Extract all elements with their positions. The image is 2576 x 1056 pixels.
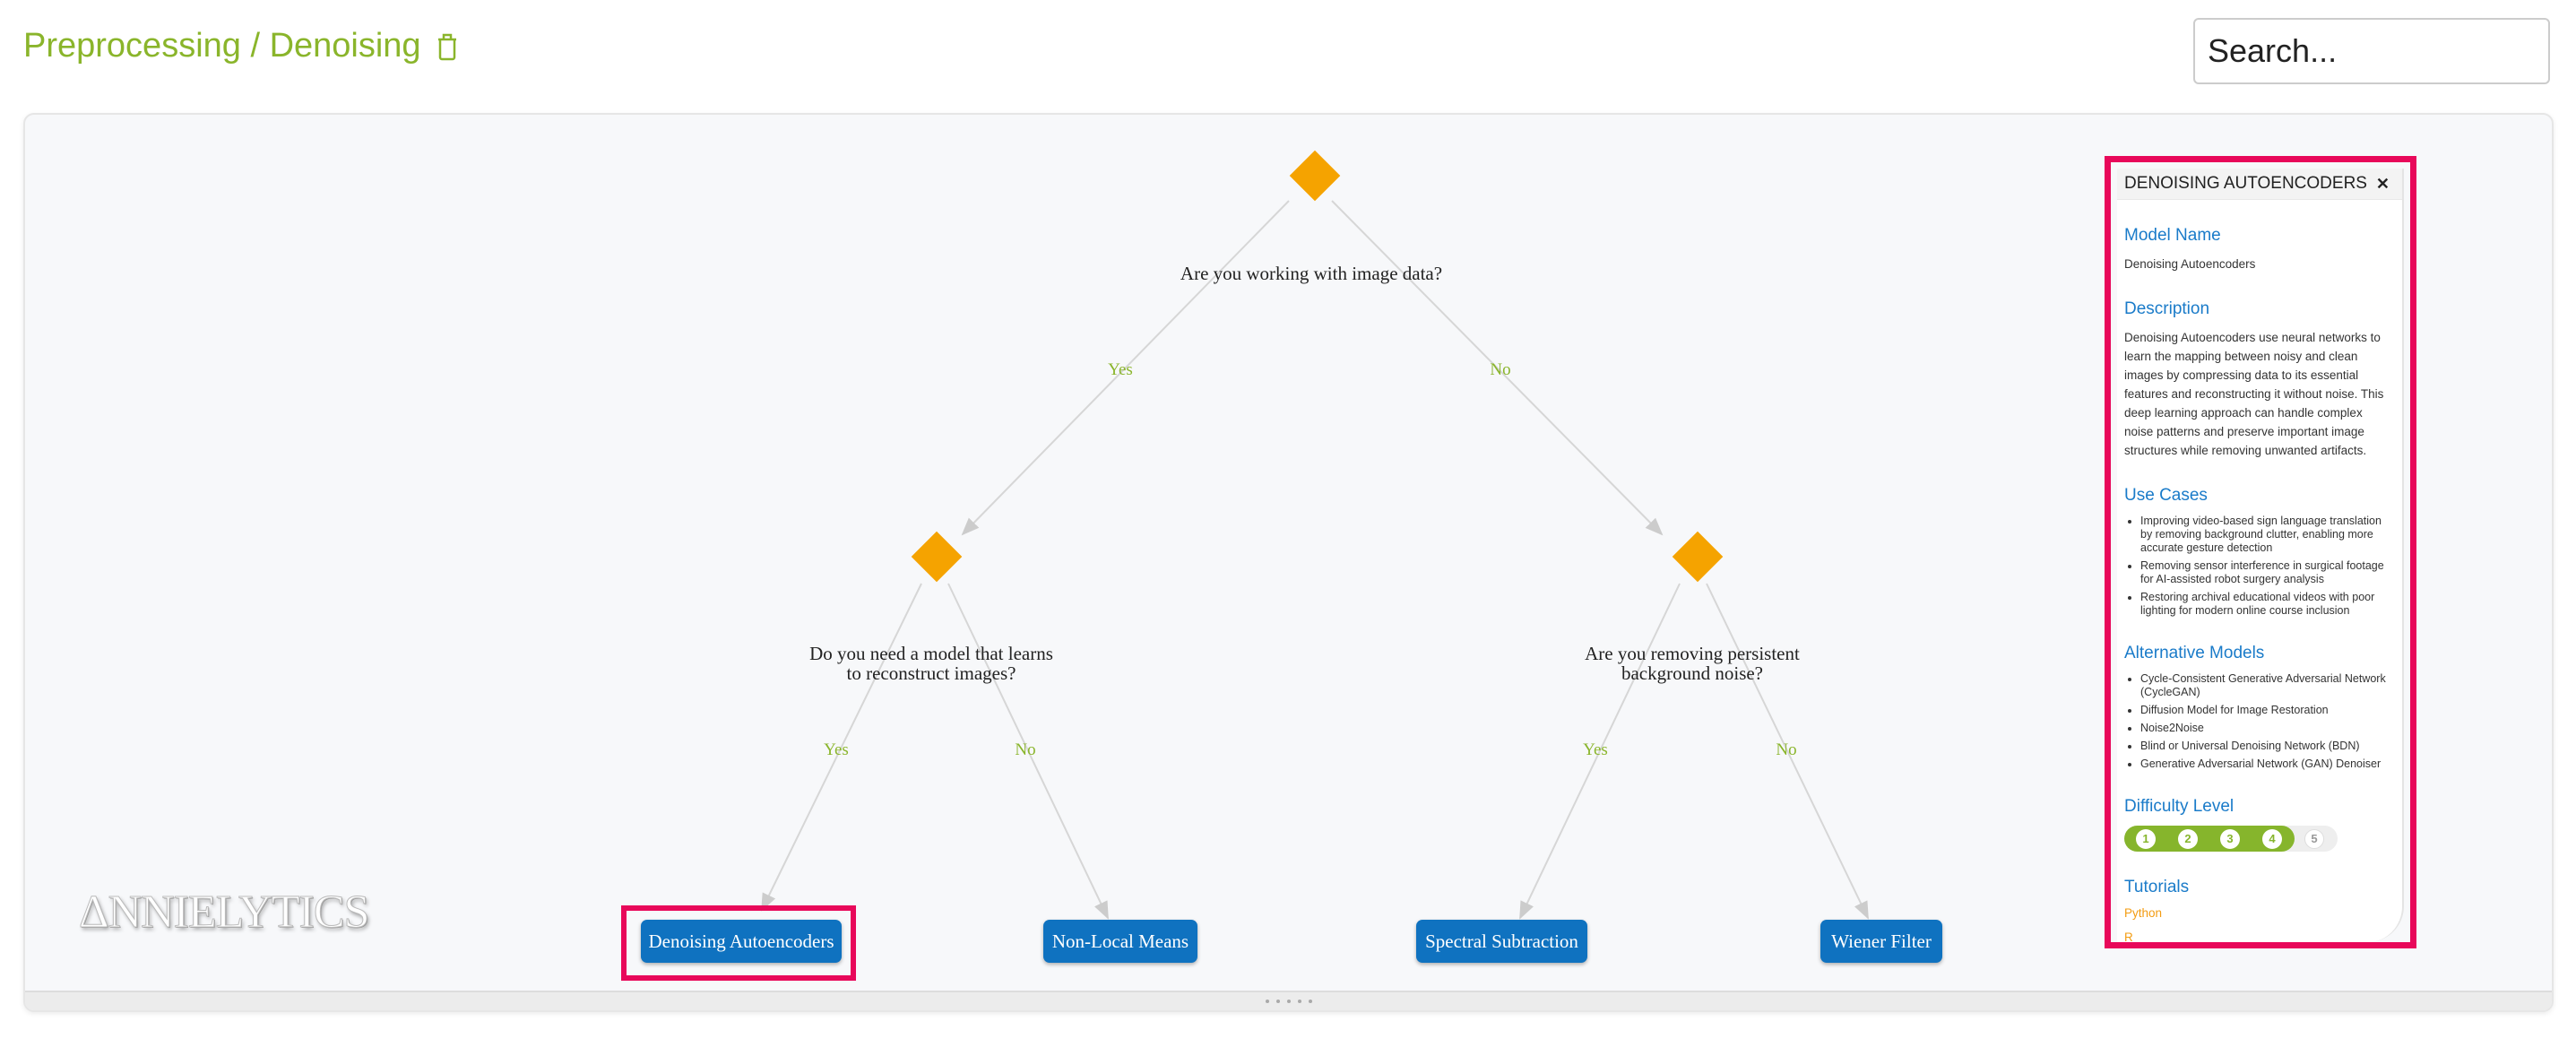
trash-icon[interactable] (436, 32, 459, 61)
alternatives-heading: Alternative Models (2124, 644, 2265, 662)
breadcrumb: Preprocessing / Denoising (23, 27, 421, 65)
description-text: Denoising Autoencoders use neural networ… (2124, 331, 2384, 457)
list-item: Diffusion Model for Image Restoration (2140, 704, 2388, 717)
difficulty-meter: 1 2 3 4 5 (2124, 826, 2338, 852)
edge-label-no: No (1776, 740, 1797, 759)
leaf-denoising-autoencoders[interactable]: Denoising Autoencoders (641, 920, 842, 963)
panel-title: DENOISING AUTOENCODERS (2124, 174, 2367, 193)
use-cases-list: Improving video-based sign language tran… (2124, 515, 2388, 618)
edge-q2-yes (761, 583, 922, 912)
model-details-panel: DENOISING AUTOENCODERS ✕ Model Name Deno… (2105, 156, 2416, 948)
list-item: Noise2Noise (2140, 722, 2388, 735)
list-item: Restoring archival educational videos wi… (2140, 591, 2388, 618)
leaf-wiener-filter[interactable]: Wiener Filter (1820, 920, 1942, 963)
selected-leaf-highlight (621, 905, 856, 981)
tree-edges (761, 150, 1869, 920)
question-q2: Do you need a model that learns to recon… (809, 643, 1053, 684)
list-item: Blind or Universal Denoising Network (BD… (2140, 740, 2388, 753)
edge-label-yes: Yes (1583, 740, 1608, 759)
decision-node-q1[interactable] (1289, 150, 1341, 202)
model-name-heading: Model Name (2124, 226, 2221, 245)
question-q1: Are you working with image data? (1180, 263, 1443, 284)
decision-node-q2[interactable] (911, 531, 963, 583)
page-title: Preprocessing / Denoising (23, 27, 459, 65)
difficulty-dot: 3 (2220, 828, 2240, 849)
close-icon[interactable]: ✕ (2375, 174, 2390, 193)
difficulty-dot: 5 (2304, 828, 2324, 849)
difficulty-dot: 4 (2262, 828, 2282, 849)
edge-label-no: No (1490, 360, 1511, 379)
difficulty-heading: Difficulty Level (2124, 797, 2235, 816)
list-item: Improving video-based sign language tran… (2140, 515, 2388, 555)
use-cases-heading: Use Cases (2124, 486, 2208, 505)
edge-label-yes: Yes (824, 740, 849, 759)
edge-label-yes: Yes (1108, 360, 1133, 379)
list-item: Removing sensor interference in surgical… (2140, 559, 2388, 586)
edge-q1-yes (961, 200, 1290, 536)
edge-q3-yes (1519, 583, 1681, 920)
tutorial-link-r[interactable]: R (2124, 930, 2133, 942)
tutorials-heading: Tutorials (2124, 878, 2190, 896)
annielytics-logo: ΔNNIELYTICS (78, 887, 369, 939)
list-item: Generative Adversarial Network (GAN) Den… (2140, 757, 2388, 771)
panel-header: DENOISING AUTOENCODERS ✕ (2117, 169, 2402, 200)
model-name: Denoising Autoencoders (2124, 257, 2256, 271)
alternatives-list: Cycle-Consistent Generative Adversarial … (2124, 672, 2388, 771)
edge-label-no: No (1015, 740, 1036, 759)
decision-node-q3[interactable] (1672, 531, 1724, 583)
resize-handle[interactable] (25, 991, 2552, 1010)
leaf-non-local-means[interactable]: Non-Local Means (1043, 920, 1197, 963)
description-heading: Description (2124, 299, 2210, 318)
difficulty-dot: 2 (2178, 828, 2198, 849)
edge-q1-no (1331, 200, 1664, 536)
edge-q2-no (947, 583, 1109, 920)
list-item: Cycle-Consistent Generative Adversarial … (2140, 672, 2388, 699)
difficulty-dot: 1 (2136, 828, 2156, 849)
tutorial-link-python[interactable]: Python (2124, 906, 2163, 920)
leaf-spectral-subtraction[interactable]: Spectral Subtraction (1416, 920, 1587, 963)
edge-q3-no (1706, 583, 1869, 920)
question-q3: Are you removing persistent background n… (1585, 643, 1800, 684)
search-input[interactable] (2193, 18, 2550, 84)
